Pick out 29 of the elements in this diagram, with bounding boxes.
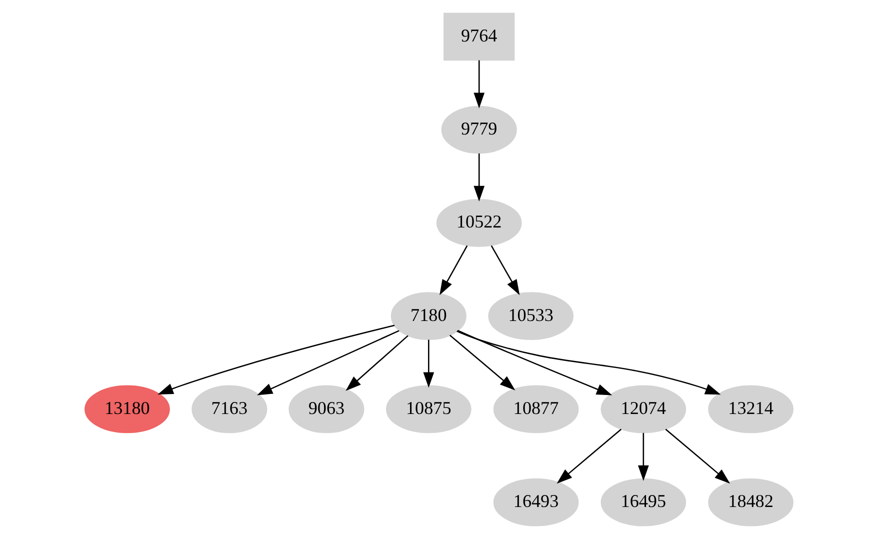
node-ellipse: 10877 <box>493 385 579 434</box>
node-ellipse: 18482 <box>708 478 794 526</box>
node-ellipse: 9063 <box>288 385 364 434</box>
arrow <box>423 340 434 388</box>
arrow <box>440 245 468 296</box>
arrow <box>449 334 516 390</box>
node-ellipse: 9779 <box>441 106 517 154</box>
arrow <box>556 428 622 484</box>
node-ellipse: 13214 <box>708 385 794 434</box>
node-ellipse: 10522 <box>436 199 522 247</box>
node-ellipse: 10533 <box>488 292 574 340</box>
arrow <box>346 335 408 391</box>
node-ellipse: 16493 <box>493 478 579 526</box>
arrow <box>665 428 730 484</box>
arrow <box>490 245 520 296</box>
arrow <box>474 153 485 202</box>
arrow <box>456 330 721 395</box>
arrow <box>638 432 649 481</box>
node-ellipse: 7163 <box>192 385 268 434</box>
node-ellipse: 7180 <box>390 292 466 340</box>
node-ellipse: 12074 <box>600 385 686 434</box>
node-ellipse: 16495 <box>600 478 686 526</box>
node-ellipse: 10875 <box>386 385 472 434</box>
node-box: 9764 <box>444 12 515 61</box>
arrow <box>457 330 612 396</box>
arrow <box>474 60 485 108</box>
arrow <box>158 324 395 394</box>
node-ellipse: 13180 <box>84 385 170 434</box>
arrow <box>257 330 400 396</box>
